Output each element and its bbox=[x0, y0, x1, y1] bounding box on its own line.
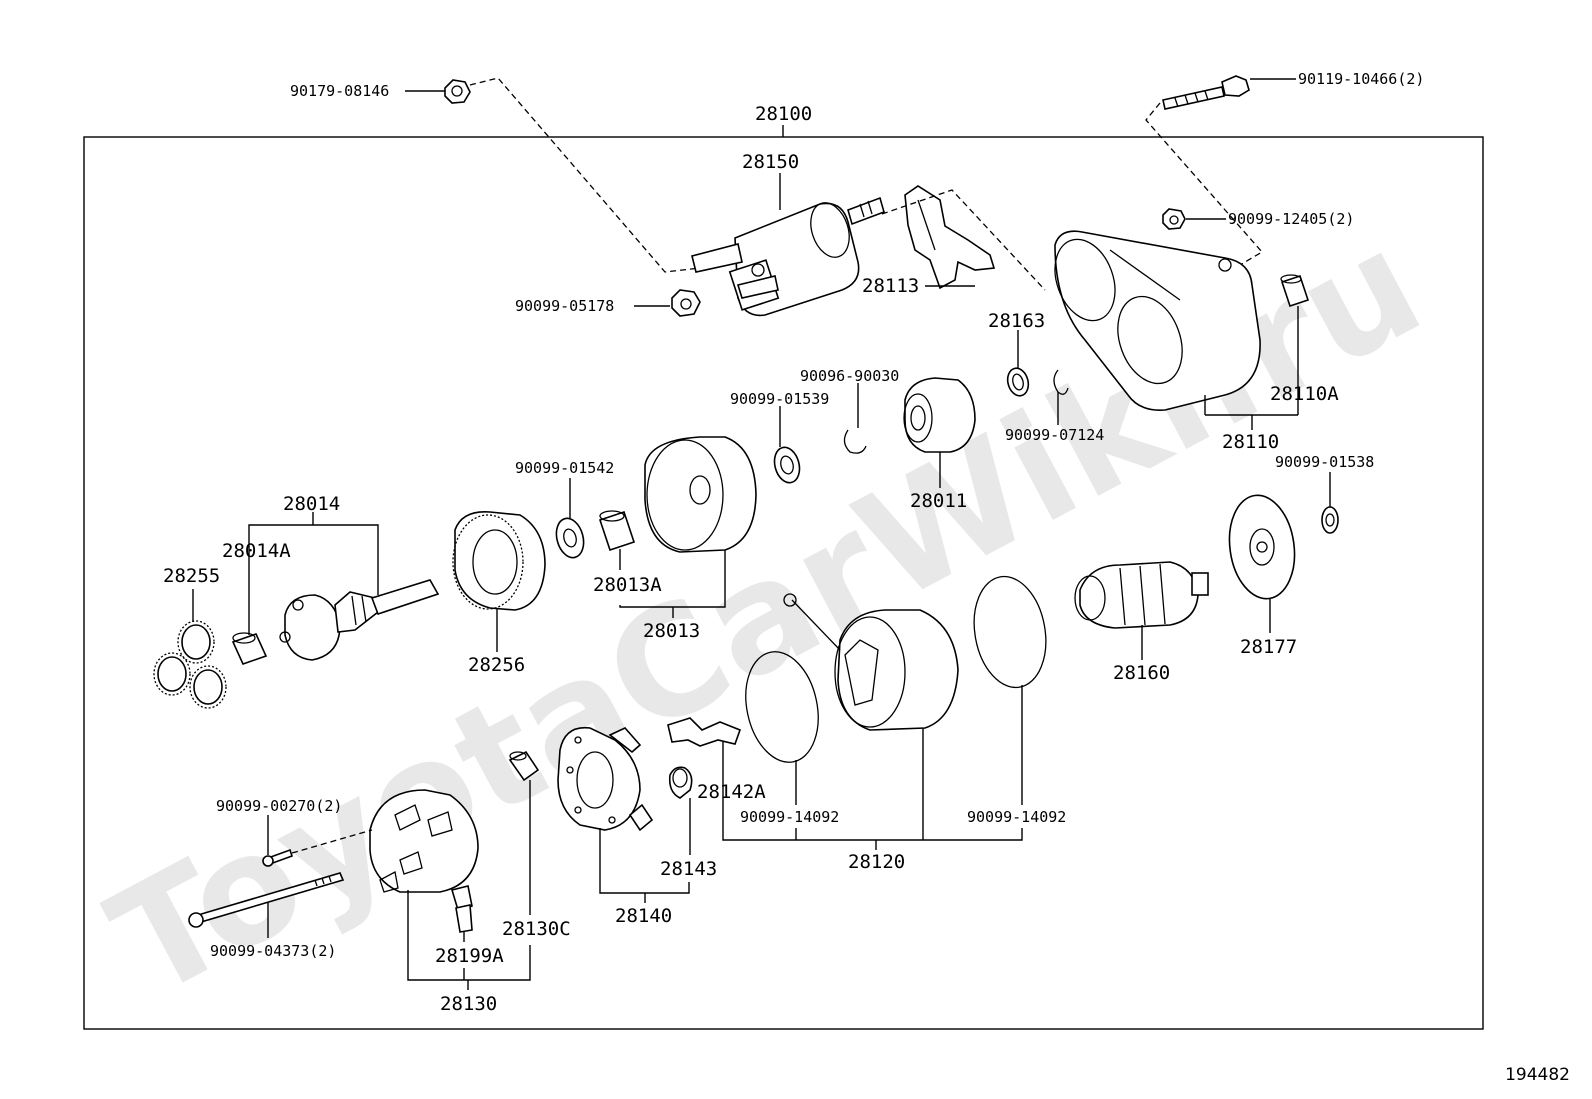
label-90099-01542: 90099-01542 bbox=[515, 459, 614, 477]
armature-28160 bbox=[1074, 561, 1209, 629]
label-28013: 28013 bbox=[643, 620, 700, 642]
planet-gears-28255 bbox=[153, 620, 227, 709]
label-28255: 28255 bbox=[163, 565, 220, 587]
label-90099-07124: 90099-07124 bbox=[1005, 426, 1104, 444]
end-frame-28130 bbox=[369, 789, 479, 893]
bushing-28130C bbox=[508, 750, 540, 782]
housing-28110 bbox=[1054, 230, 1261, 412]
nut-90179-08146 bbox=[444, 79, 471, 104]
clutch-28011 bbox=[903, 377, 976, 453]
end-plate-28177 bbox=[1228, 494, 1296, 600]
internal-gear-28256 bbox=[452, 511, 546, 611]
label-90096-90030: 90096-90030 bbox=[800, 367, 899, 385]
label-28163: 28163 bbox=[988, 310, 1045, 332]
label-28130: 28130 bbox=[440, 993, 497, 1015]
label-28100: 28100 bbox=[755, 103, 812, 125]
label-90119-10466: 90119-10466(2) bbox=[1298, 70, 1424, 88]
label-28256: 28256 bbox=[468, 654, 525, 676]
o-ring-90099-14092-a bbox=[745, 651, 819, 763]
bushing-28110A bbox=[1280, 274, 1310, 308]
clutch-housing-28013 bbox=[644, 436, 757, 553]
label-90099-12405: 90099-12405(2) bbox=[1228, 210, 1354, 228]
bushing-28014A bbox=[231, 632, 268, 665]
label-28011: 28011 bbox=[910, 490, 967, 512]
label-28140: 28140 bbox=[615, 905, 672, 927]
shaft-28014 bbox=[279, 579, 440, 661]
washer-90099-01539 bbox=[773, 446, 801, 484]
nut-90099-12405 bbox=[1162, 208, 1186, 230]
clip-28142A bbox=[667, 717, 742, 747]
screw-90099-00270 bbox=[262, 848, 294, 867]
solenoid-28150 bbox=[691, 196, 885, 317]
washer-90099-01542 bbox=[555, 517, 585, 559]
label-28013A: 28013A bbox=[593, 574, 662, 596]
label-28143: 28143 bbox=[660, 858, 717, 880]
bushing-28013A bbox=[598, 510, 636, 552]
label-28014: 28014 bbox=[283, 493, 340, 515]
clip-90096-90030 bbox=[843, 429, 867, 454]
label-90099-04373: 90099-04373(2) bbox=[210, 942, 336, 960]
label-90099-14092-b: 90099-14092 bbox=[967, 808, 1066, 826]
label-28130C: 28130C bbox=[502, 918, 571, 940]
label-28160: 28160 bbox=[1113, 662, 1170, 684]
label-28150: 28150 bbox=[742, 151, 799, 173]
label-28113: 28113 bbox=[862, 275, 919, 297]
reference-number: 194482 bbox=[1505, 1065, 1570, 1085]
label-90179-08146: 90179-08146 bbox=[290, 82, 389, 100]
label-28110A: 28110A bbox=[1270, 383, 1339, 405]
label-28110: 28110 bbox=[1222, 431, 1279, 453]
plug-28199A bbox=[450, 885, 473, 933]
label-28177: 28177 bbox=[1240, 636, 1297, 658]
label-28142A: 28142A bbox=[697, 781, 766, 803]
bolt-90099-04373 bbox=[188, 872, 345, 928]
spring-28143 bbox=[668, 766, 693, 799]
label-90099-05178: 90099-05178 bbox=[515, 297, 614, 315]
washer-28163 bbox=[1006, 367, 1030, 397]
label-90099-14092-a: 90099-14092 bbox=[740, 808, 839, 826]
label-28014A: 28014A bbox=[222, 540, 291, 562]
label-28120: 28120 bbox=[848, 851, 905, 873]
brush-holder-28140 bbox=[557, 726, 654, 832]
lever-28113 bbox=[904, 185, 996, 290]
yoke-28120 bbox=[783, 593, 959, 731]
label-90099-00270: 90099-00270(2) bbox=[216, 797, 342, 815]
label-90099-01539: 90099-01539 bbox=[730, 390, 829, 408]
label-90099-01538: 90099-01538 bbox=[1275, 453, 1374, 471]
bolt-90119-10466 bbox=[1162, 75, 1250, 110]
label-28199A: 28199A bbox=[435, 945, 504, 967]
washer-90099-01538 bbox=[1321, 506, 1339, 534]
o-ring-90099-14092-b bbox=[973, 575, 1047, 689]
nut-90099-05178 bbox=[671, 289, 701, 317]
